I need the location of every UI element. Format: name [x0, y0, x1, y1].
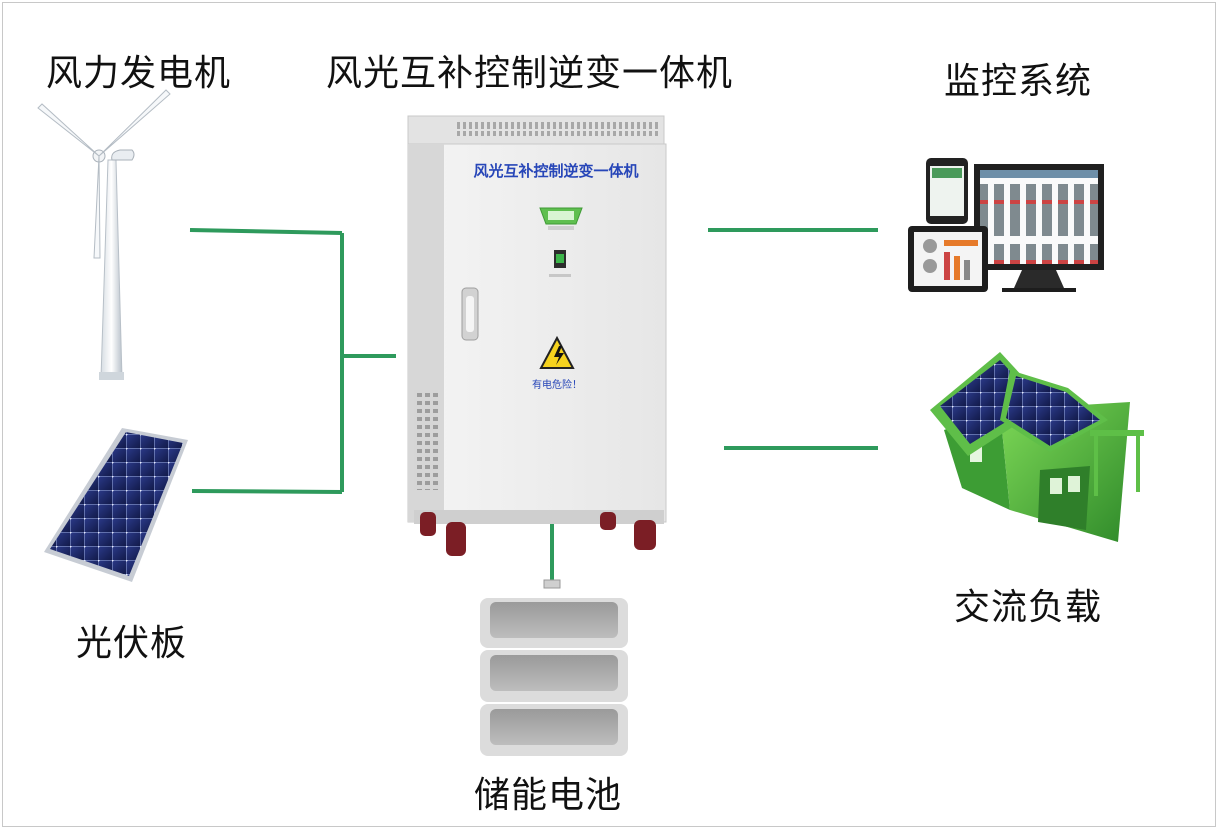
monitoring-devices-icon [908, 158, 1104, 292]
wind-to-bus-line [189, 228, 343, 235]
caster-wheel [600, 512, 616, 530]
caster-wheel [446, 522, 466, 556]
battery-stack-icon [480, 579, 628, 756]
caster-wheel [420, 512, 436, 536]
inverter-title-label: 风光互补控制逆变一体机 [326, 53, 734, 94]
wind-turbine-label: 风力发电机 [46, 53, 232, 94]
solar-to-bus-line [191, 489, 343, 494]
monitoring-system-label: 监控系统 [944, 61, 1093, 102]
connector-lines [189, 228, 878, 580]
solar-panel-label: 光伏板 [76, 623, 188, 664]
cabinet-panel-title: 风光互补控制逆变一体机 [473, 162, 638, 180]
battery-label: 储能电池 [474, 775, 623, 816]
inverter-cabinet [407, 115, 667, 556]
solar-panel-icon [44, 428, 188, 582]
ac-load-label: 交流负载 [954, 587, 1103, 628]
green-house-icon [930, 352, 1144, 542]
caster-wheel [634, 520, 656, 550]
cabinet-warning-text: 有电危险！ [532, 378, 582, 391]
wind-turbine-icon [37, 89, 171, 380]
